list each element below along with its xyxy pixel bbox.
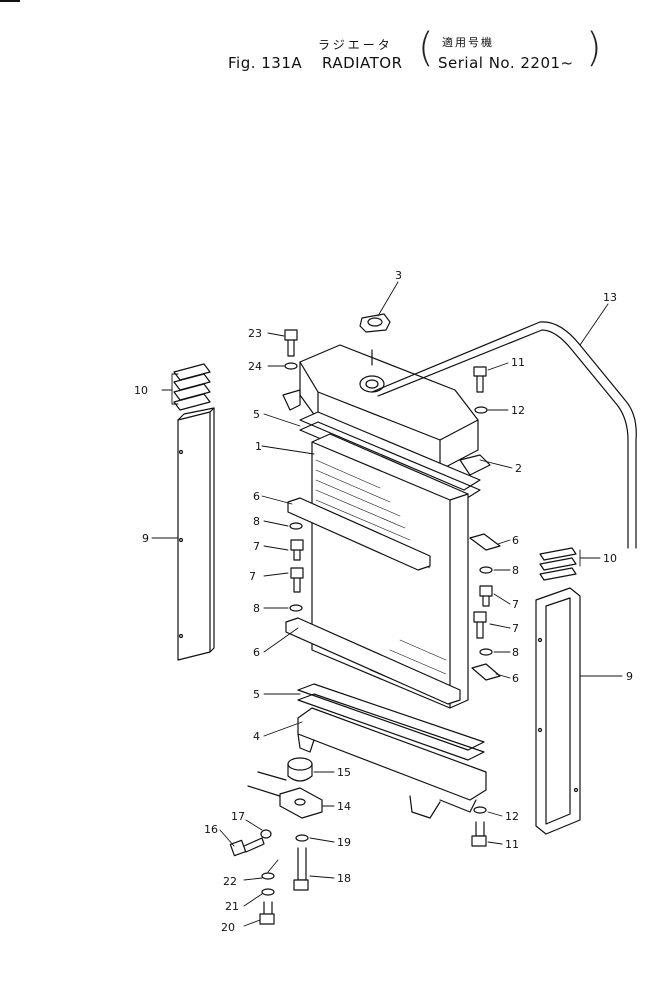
- upper-tank: [282, 344, 491, 476]
- mount-bracket: [247, 771, 323, 819]
- callout-15: 15: [337, 766, 351, 779]
- japanese-serial-label: 適用号機: [442, 36, 494, 49]
- small-bracket-upper: [469, 533, 501, 551]
- bolt-23: [284, 329, 298, 370]
- mounting-bar-lower: [285, 617, 461, 705]
- bolt-11-upper: [473, 366, 488, 414]
- callout-7-lower-left: 7: [249, 570, 256, 583]
- figure-number: Fig. 131A: [228, 54, 303, 72]
- clip-set-right: [539, 547, 577, 581]
- right-fasteners: [473, 566, 493, 656]
- callout-14: 14: [337, 800, 351, 813]
- callout-22: 22: [223, 875, 237, 888]
- callout-10-left: 10: [134, 384, 148, 397]
- callout-7-lower-right: 7: [512, 622, 519, 635]
- right-paren: ): [586, 25, 602, 71]
- callout-17: 17: [231, 810, 245, 823]
- bolt-11-lower: [471, 806, 487, 847]
- callout-8-lower-left: 8: [253, 602, 260, 615]
- overflow-pipe: [371, 321, 637, 549]
- bolt-16: [229, 829, 272, 857]
- callout-9-left: 9: [142, 532, 149, 545]
- callout-3: 3: [395, 269, 402, 282]
- radiator-core: [311, 433, 469, 709]
- serial-range: Serial No. 2201~: [438, 54, 574, 72]
- bolt-18: [293, 834, 309, 891]
- callout-24: 24: [248, 360, 262, 373]
- callout-6-bracket-upper: 6: [512, 534, 519, 547]
- japanese-title: ラジエータ: [318, 38, 393, 52]
- callout-4: 4: [253, 730, 260, 743]
- callout-20: 20: [221, 921, 235, 934]
- callout-10-right: 10: [603, 552, 617, 565]
- callout-8-lower-right: 8: [512, 646, 519, 659]
- callout-13: 13: [603, 291, 617, 304]
- callout-19: 19: [337, 836, 351, 849]
- callout-21: 21: [225, 900, 239, 913]
- callout-1: 1: [255, 440, 262, 453]
- callout-6-bracket-lower: 6: [512, 672, 519, 685]
- corner-mark: [0, 0, 20, 2]
- figure-header: ラジエータ 適用号機 Fig. 131A RADIATOR ( Serial N…: [0, 0, 645, 90]
- callout-6-upper: 6: [253, 490, 260, 503]
- callout-18: 18: [337, 872, 351, 885]
- left-fasteners: [289, 522, 304, 612]
- side-panel-right: [535, 587, 581, 835]
- callout-7-upper-right: 7: [512, 598, 519, 611]
- clip-set-left: [173, 363, 211, 411]
- callout-12-upper: 12: [511, 404, 525, 417]
- mounting-bar-upper: [287, 497, 431, 571]
- callout-7-upper-left: 7: [253, 540, 260, 553]
- radiator-cap: [359, 313, 391, 333]
- small-bracket-lower: [471, 663, 501, 681]
- callout-labels: 3 13 23 24 11 12 10 5 1 2 9 6 8 7 7 8 6 …: [134, 269, 633, 934]
- bolt-20: [259, 872, 275, 925]
- leader-lines: [151, 281, 623, 927]
- callout-11-upper: 11: [511, 356, 525, 369]
- lower-tank: [297, 707, 487, 819]
- callout-5-lower: 5: [253, 688, 260, 701]
- callout-12-lower: 12: [505, 810, 519, 823]
- callout-8-upper-right: 8: [512, 564, 519, 577]
- callout-16: 16: [204, 823, 218, 836]
- callout-11-lower: 11: [505, 838, 519, 851]
- callout-23: 23: [248, 327, 262, 340]
- callout-2: 2: [515, 462, 522, 475]
- left-paren: (: [418, 25, 434, 71]
- figure-title: RADIATOR: [322, 54, 403, 72]
- side-panel-left: [177, 407, 215, 661]
- callout-5-upper: 5: [253, 408, 260, 421]
- rubber-mount: [287, 757, 313, 782]
- gasket-lower: [297, 683, 485, 761]
- callout-6-lower: 6: [253, 646, 260, 659]
- callout-8-upper-left: 8: [253, 515, 260, 528]
- callout-9-right: 9: [626, 670, 633, 683]
